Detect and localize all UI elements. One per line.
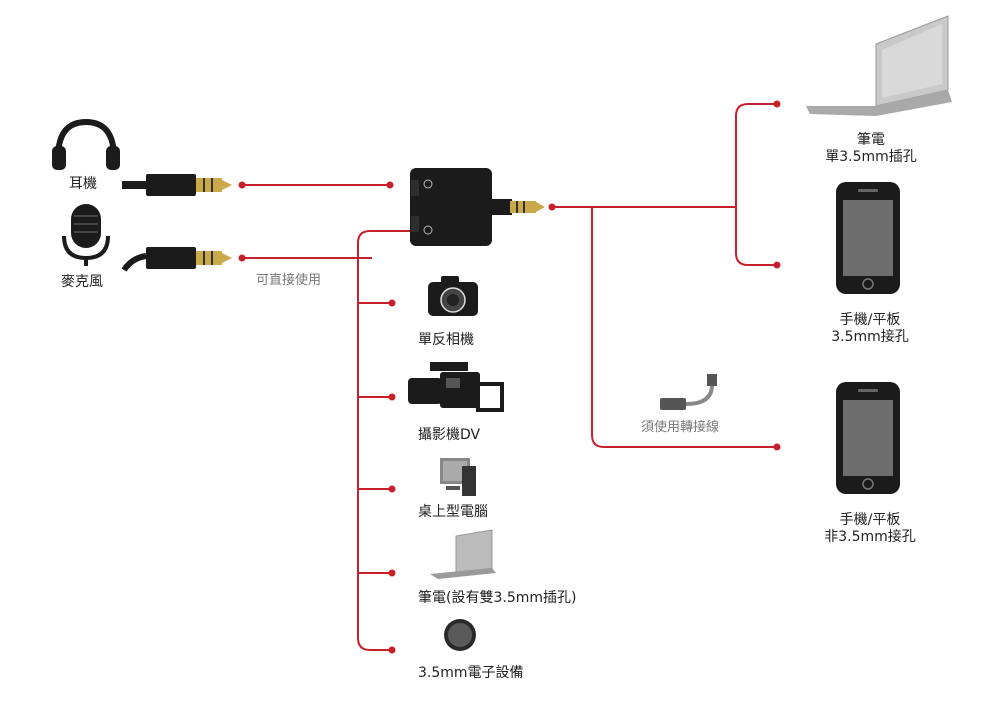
dot [773, 443, 781, 451]
dot [388, 646, 396, 654]
headphones-label: 耳機 [69, 176, 97, 192]
dot [388, 485, 396, 493]
cable-note: 須使用轉接線 [641, 420, 720, 435]
headphone-plug-icon [122, 174, 232, 196]
left-trunk-line [357, 230, 410, 651]
right-laptop-line2: 單3.5mm插孔 [825, 149, 917, 165]
microphone-icon [62, 204, 110, 266]
mic-plug-icon [121, 247, 232, 272]
dot [548, 203, 556, 211]
phone-icon [836, 182, 900, 294]
video-camera-icon [408, 362, 504, 412]
right-phone2-line1: 手機/平板 [839, 512, 901, 528]
desktop-computer-icon [440, 458, 476, 496]
dot [238, 181, 246, 189]
right-phone2-line2: 非3.5mm接孔 [824, 529, 916, 545]
connection-lines [242, 103, 777, 651]
right-split-line [735, 103, 777, 266]
adapter-cable-icon [660, 374, 717, 410]
dot [773, 100, 781, 108]
microphone-label: 麥克風 [61, 274, 103, 290]
laptop-icon-small [430, 529, 496, 579]
direct-use-note: 可直接使用 [256, 273, 322, 288]
dslr-label: 單反相機 [418, 332, 474, 348]
right-phone1-line2: 3.5mm接孔 [831, 329, 909, 345]
connection-dots [238, 100, 781, 654]
adapter-cable-line [591, 207, 777, 448]
splitter-adapter-icon [410, 168, 545, 246]
dslr-camera-icon [428, 276, 478, 316]
headphones-icon [52, 118, 120, 170]
desktop-label: 桌上型電腦 [418, 504, 488, 520]
right-laptop-line1: 筆電 [857, 132, 885, 148]
video-camera-label: 攝影機DV [418, 427, 481, 443]
dot [388, 393, 396, 401]
dot [388, 299, 396, 307]
dot [238, 254, 246, 262]
right-phone1-line1: 手機/平板 [839, 312, 901, 328]
dot [388, 569, 396, 577]
dot [386, 181, 394, 189]
phone-icon [836, 382, 900, 494]
audio-device-label: 3.5mm電子設備 [418, 665, 524, 681]
laptop-dual-label: 筆電(設有雙3.5mm插孔) [418, 590, 577, 606]
laptop-icon [806, 15, 952, 116]
dot [773, 261, 781, 269]
audio-device-icon [444, 619, 476, 651]
